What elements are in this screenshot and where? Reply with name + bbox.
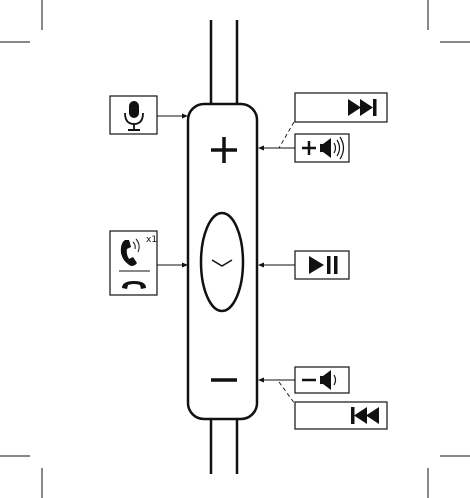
play-pause-callout (258, 251, 349, 279)
microphone-callout (110, 96, 188, 134)
call-callout: x1 (110, 231, 188, 295)
volume-up-callout (258, 134, 349, 162)
center-key[interactable] (201, 213, 243, 311)
volume-down-callout (258, 367, 349, 393)
press-count-label: x1 (146, 235, 157, 245)
